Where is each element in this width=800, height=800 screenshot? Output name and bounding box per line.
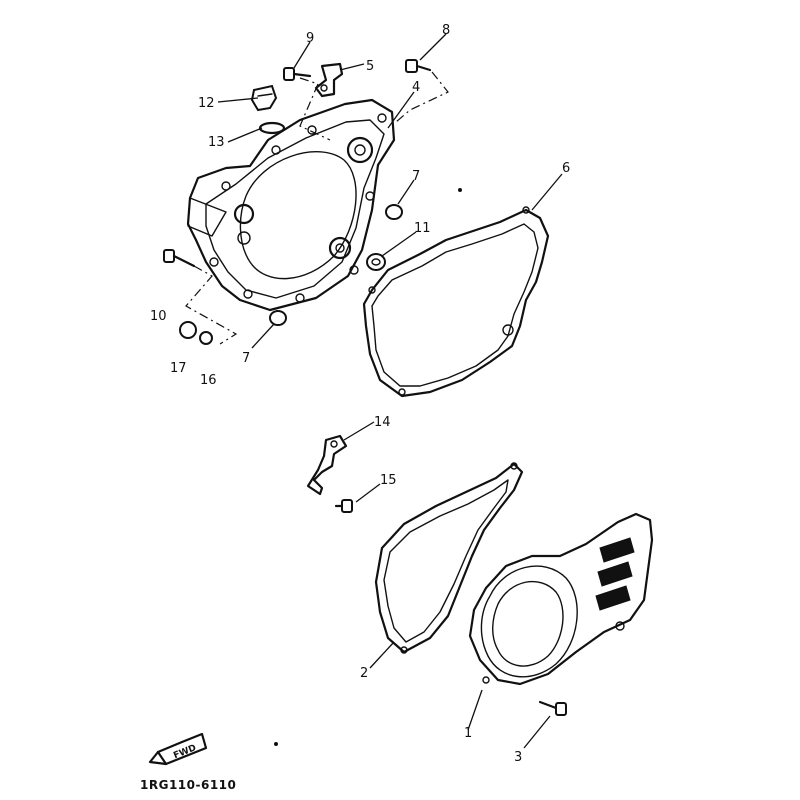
callout-12: 12 (198, 96, 215, 111)
dowel-7-lower (269, 310, 287, 326)
speck (458, 188, 462, 192)
o-ring-13 (258, 121, 286, 135)
plug-17 (179, 321, 197, 339)
gasket-6 (362, 206, 550, 398)
callout-8: 8 (442, 23, 450, 38)
callout-4: 4 (412, 80, 420, 95)
bolt-3 (538, 700, 567, 716)
leader-lines (217, 33, 563, 749)
callout-5: 5 (366, 59, 374, 74)
fwd-label: FWD (172, 743, 198, 761)
speck (274, 742, 278, 746)
fwd-arrow: FWD (148, 732, 208, 766)
bolt-10 (163, 249, 196, 268)
seal-11 (366, 253, 386, 271)
assembly-lines (185, 71, 449, 345)
callout-17: 17 (170, 361, 187, 376)
clip-14 (306, 434, 348, 496)
bolt-8 (405, 59, 432, 73)
dowel-7-upper (385, 204, 403, 220)
callout-15: 15 (380, 473, 397, 488)
callout-3: 3 (514, 750, 522, 765)
callout-9: 9 (306, 31, 314, 46)
callout-labels: 1 2 3 4 5 6 7 7 8 9 10 11 12 13 14 15 16… (150, 23, 570, 765)
callout-14: 14 (374, 415, 391, 430)
screw-15 (334, 499, 353, 513)
filler-cap-12 (250, 84, 278, 112)
crankcase-cover (186, 98, 396, 312)
callout-11: 11 (414, 221, 431, 236)
callout-10: 10 (150, 309, 167, 324)
bracket-5 (314, 62, 344, 98)
callout-13: 13 (208, 135, 225, 150)
magneto-cover-1 (468, 512, 654, 686)
drawing-code: 1RG110-6110 (140, 778, 236, 792)
callout-7-upper: 7 (412, 169, 420, 184)
callout-1: 1 (464, 726, 472, 741)
callout-16: 16 (200, 373, 217, 388)
callout-6: 6 (562, 161, 570, 176)
washer-16 (199, 331, 213, 345)
callout-2: 2 (360, 666, 368, 681)
callout-7-lower: 7 (242, 351, 250, 366)
gasket-2 (374, 462, 524, 654)
bolt-9 (283, 67, 312, 81)
